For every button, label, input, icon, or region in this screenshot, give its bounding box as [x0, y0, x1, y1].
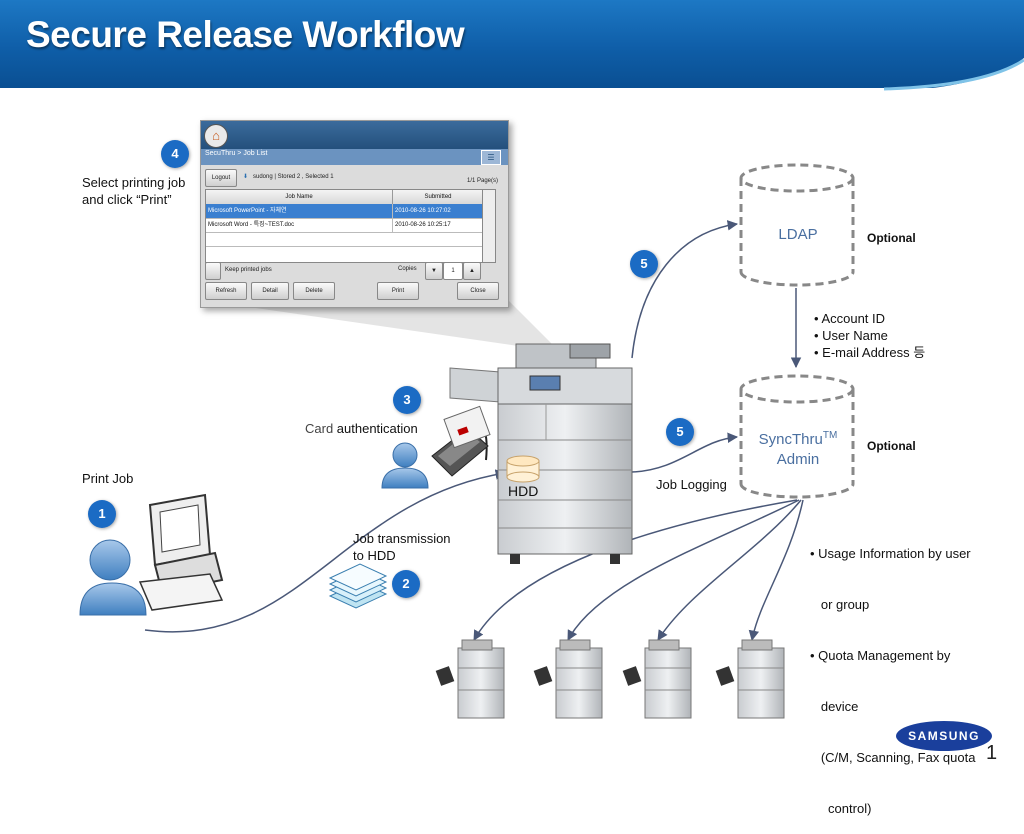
ldap-bullet: • Account ID: [814, 311, 886, 326]
detail-button[interactable]: Detail: [251, 282, 289, 300]
ldap-bullet-list: • Account ID • User Name • E-mail Addres…: [814, 310, 925, 361]
card-word: Card: [305, 421, 334, 436]
document-stack-icon: [328, 563, 388, 609]
sync-bullet: or group: [810, 597, 870, 612]
syncthru-bullet-list: • Usage Information by user or group • Q…: [810, 511, 975, 834]
home-icon[interactable]: ⌂: [204, 124, 228, 148]
table-scrollbar[interactable]: [482, 189, 496, 263]
card-authentication-label: Card authentication: [305, 420, 418, 437]
ldap-optional-label: Optional: [867, 231, 916, 245]
pc-icon: [138, 493, 224, 611]
small-printer-1: [435, 639, 505, 719]
list-view-icon[interactable]: ☰: [481, 150, 501, 165]
table-row[interactable]: Microsoft Word - 특징~TEST.doc 2010-08-26 …: [206, 218, 483, 233]
copies-decrement-button[interactable]: ▼: [425, 262, 443, 280]
close-button[interactable]: Close: [457, 282, 499, 300]
table-row-empty: [206, 232, 483, 247]
copies-increment-button[interactable]: ▲: [463, 262, 481, 280]
table-header: Job Name Submitted: [206, 190, 483, 205]
step-badge-2: 2: [392, 570, 420, 598]
keep-jobs-label: Keep printed jobs: [225, 267, 272, 273]
refresh-button[interactable]: Refresh: [205, 282, 247, 300]
job-name-cell: Microsoft PowerPoint - 자체연: [208, 204, 393, 218]
samsung-logo: [896, 721, 992, 751]
authentication-word: authentication: [333, 421, 418, 436]
printer-to-ldap-arrow: [631, 220, 739, 359]
user-info: sudong | Stored 2 , Selected 1: [253, 174, 334, 180]
step-badge-5-ldap: 5: [630, 250, 658, 278]
logout-button[interactable]: Logout: [205, 169, 237, 187]
submitted-cell: 2010-08-26 10:25:17: [395, 222, 451, 228]
hdd-icon: [506, 455, 540, 483]
select-job-label: Select printing job and click “Print”: [82, 175, 186, 207]
small-printer-4: [715, 639, 785, 719]
delete-button[interactable]: Delete: [293, 282, 335, 300]
header-swoosh: [884, 58, 1024, 92]
ui-top-bar: ⌂: [201, 121, 508, 149]
copies-value[interactable]: 1: [443, 262, 463, 280]
card-reader-icon: [431, 405, 491, 477]
person-pc-icon: [79, 539, 147, 616]
ldap-cylinder: [739, 163, 855, 287]
page-info: 1/1 Page(s): [467, 178, 499, 184]
job-name-cell: Microsoft Word - 특징~TEST.doc: [208, 218, 393, 232]
sync-bullet: • Quota Management by: [810, 648, 951, 663]
breadcrumb: SecuThru > Job List: [205, 150, 268, 157]
page-title: Secure Release Workflow: [26, 14, 465, 55]
job-logging-label: Job Logging: [656, 477, 727, 492]
header-banner: [0, 0, 1024, 88]
sync-bullet: device: [810, 699, 859, 714]
step-badge-3: 3: [393, 386, 421, 414]
small-printer-2: [533, 639, 603, 719]
ldap-bullet: • User Name: [814, 328, 888, 343]
step-badge-5-syncthru: 5: [666, 418, 694, 446]
syncthru-cylinder: [739, 374, 855, 499]
pc-to-printer-arrow: [144, 469, 507, 633]
column-header-job-name[interactable]: Job Name: [206, 190, 393, 204]
job-table: Job Name Submitted Microsoft PowerPoint …: [205, 189, 484, 263]
column-header-submitted[interactable]: Submitted: [424, 194, 452, 200]
step-badge-4: 4: [161, 140, 189, 168]
step-badge-1: 1: [88, 500, 116, 528]
ldap-bullet: • E-mail Address 등: [814, 345, 926, 360]
job-list-screenshot: ⌂ SecuThru > Job List ☰ Logout ⬇ sudong …: [200, 120, 509, 308]
table-row[interactable]: Microsoft PowerPoint - 자체연 2010-08-26 10…: [206, 204, 483, 219]
keep-jobs-checkbox[interactable]: [205, 262, 221, 280]
page-number: 1: [986, 742, 998, 764]
sync-bullet: • Usage Information by user: [810, 546, 971, 561]
copies-label: Copies: [398, 266, 417, 272]
sync-bullet: (C/M, Scanning, Fax quota: [810, 750, 976, 765]
small-printer-3: [622, 639, 692, 719]
admin-word: Admin: [776, 451, 820, 468]
user-icon: ⬇: [243, 174, 249, 180]
syncthru-optional-label: Optional: [867, 439, 916, 453]
samsung-logo-text: SAMSUNG: [908, 729, 980, 743]
person-card-icon: [381, 442, 429, 489]
table-row-empty: [206, 246, 483, 260]
diagram-canvas: [79, 163, 992, 751]
syncthru-tm: TM: [822, 430, 838, 441]
print-button[interactable]: Print: [377, 282, 419, 300]
ldap-label: LDAP: [778, 226, 818, 243]
ui-breadcrumb-bar: SecuThru > Job List ☰: [201, 149, 508, 165]
printer-to-syncthru-arrow: [631, 432, 739, 473]
sync-bullet: control): [810, 801, 872, 816]
hdd-label: HDD: [508, 483, 539, 499]
job-transmission-label: Job transmission to HDD: [353, 531, 451, 563]
submitted-cell: 2010-08-26 10:27:02: [395, 208, 451, 214]
print-job-label: Print Job: [82, 471, 134, 486]
callout-beam: [200, 300, 560, 352]
syncthru-word: SyncThru: [758, 431, 823, 448]
